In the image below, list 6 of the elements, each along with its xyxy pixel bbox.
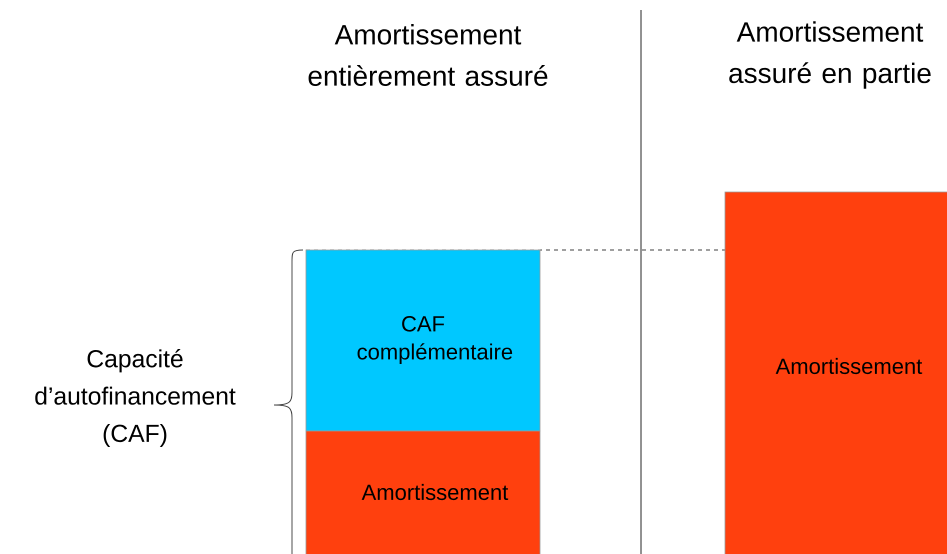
column-heading: Amortissement entièrement assuré (308, 24, 548, 86)
column-heading: Amortissement assuré en partie (729, 21, 931, 89)
bar-segment: CAF complémentaire (306, 250, 540, 432)
brace-label: Capacité d’autofinancement (CAF) (35, 349, 236, 447)
bar-segment: Amortissement (724, 192, 947, 554)
bar-segment: Amortissement (306, 430, 540, 554)
